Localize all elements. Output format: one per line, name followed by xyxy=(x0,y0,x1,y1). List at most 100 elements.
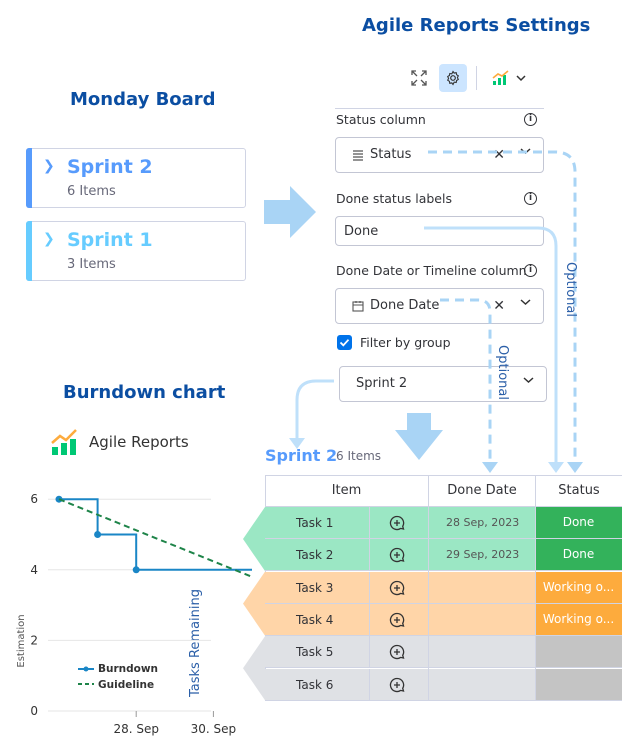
fullscreen-icon[interactable] xyxy=(405,64,433,92)
chevron-down-icon[interactable] xyxy=(520,298,531,306)
status-cell[interactable]: Done xyxy=(535,539,622,571)
legend-guideline: Guideline xyxy=(98,679,155,691)
add-update-icon[interactable] xyxy=(389,580,405,596)
row-divider xyxy=(265,634,622,636)
check-icon xyxy=(339,339,350,347)
status-cell[interactable] xyxy=(535,636,622,668)
status-cell[interactable] xyxy=(535,668,622,700)
group-color-bar xyxy=(26,148,32,208)
chart-type-dropdown[interactable] xyxy=(487,64,531,92)
group-count: 3 Items xyxy=(67,257,116,272)
clear-icon[interactable]: ✕ xyxy=(493,146,505,162)
arrow-right-icon xyxy=(264,186,316,238)
group-name: Sprint 2 xyxy=(67,156,153,178)
column-header-item[interactable]: Item xyxy=(265,475,428,507)
add-update-icon[interactable] xyxy=(389,515,405,531)
calendar-icon xyxy=(352,301,364,312)
status-cell[interactable]: Working o... xyxy=(535,571,622,603)
done-date-dropdown[interactable]: Done Date ✕ xyxy=(335,288,544,324)
info-icon[interactable]: i xyxy=(524,264,537,277)
add-update-icon[interactable] xyxy=(389,677,405,693)
chevron-down-icon[interactable] xyxy=(523,376,534,384)
table-row[interactable]: Task 3 Working o... xyxy=(265,571,622,604)
board-group-sprint-1[interactable]: ❯ Sprint 1 3 Items xyxy=(26,221,246,281)
task-name[interactable]: Task 4 xyxy=(296,612,334,627)
task-name[interactable]: Task 5 xyxy=(296,645,334,660)
list-icon xyxy=(353,150,363,161)
group-value: Sprint 2 xyxy=(356,376,408,391)
y-axis-label: Estimation xyxy=(16,614,27,667)
cell-divider xyxy=(369,539,370,572)
cell-divider xyxy=(369,507,370,539)
done-date-value: Done Date xyxy=(370,298,440,313)
task-name[interactable]: Task 2 xyxy=(296,548,334,563)
info-icon[interactable]: i xyxy=(524,113,537,126)
y-tick-label: 4 xyxy=(30,563,38,577)
gear-icon[interactable] xyxy=(439,64,467,92)
burndown-series-line xyxy=(59,498,252,571)
done-date-label: Done Date or Timeline column xyxy=(336,263,527,278)
done-date-cell[interactable]: 28 Sep, 2023 xyxy=(446,516,520,529)
task-name[interactable]: Task 1 xyxy=(296,516,334,530)
y-tick-label: 0 xyxy=(30,704,38,718)
toolbar-divider xyxy=(476,66,477,90)
chevron-right-icon[interactable]: ❯ xyxy=(43,231,55,247)
x-tick-label: 30. Sep xyxy=(191,722,237,736)
group-color-bar xyxy=(26,221,32,281)
row-divider xyxy=(265,570,622,572)
y-tick-label: 6 xyxy=(30,492,38,506)
filter-by-group-label: Filter by group xyxy=(360,335,451,350)
optional-label-date: Optional xyxy=(495,345,510,400)
status-column-dropdown[interactable]: Status ✕ xyxy=(335,137,544,173)
legend-burndown: Burndown xyxy=(98,663,159,675)
legend-swatches xyxy=(78,666,94,685)
widget-title: Agile Reports xyxy=(89,433,189,451)
optional-label-status: Optional xyxy=(563,262,578,317)
table-row[interactable]: Task 4 Working o... xyxy=(265,603,622,636)
add-update-icon[interactable] xyxy=(389,612,405,628)
burndown-point xyxy=(132,566,140,574)
column-header-status[interactable]: Status xyxy=(535,475,622,507)
done-date-cell[interactable]: 29 Sep, 2023 xyxy=(446,548,520,562)
burndown-chart: 0 2 4 6 28. Sep 30. Sep Estimation xyxy=(16,492,253,736)
cell-divider xyxy=(369,668,370,701)
column-divider xyxy=(535,507,536,701)
burndown-heading: Burndown chart xyxy=(63,382,226,403)
status-cell[interactable]: Done xyxy=(535,507,622,538)
filter-by-group-checkbox[interactable] xyxy=(337,335,352,350)
agile-reports-logo-icon xyxy=(51,429,77,455)
y-tick-label: 2 xyxy=(30,633,38,647)
row-divider xyxy=(265,538,622,539)
cell-divider xyxy=(369,603,370,636)
table-row[interactable]: Task 1 28 Sep, 2023 Done xyxy=(265,507,622,539)
chart-icon xyxy=(492,70,509,85)
group-dropdown[interactable]: Sprint 2 xyxy=(339,366,547,402)
table-group-count: 6 Items xyxy=(336,449,382,463)
done-labels-label: Done status labels xyxy=(336,191,452,206)
task-name[interactable]: Task 6 xyxy=(296,677,334,692)
cell-divider xyxy=(369,571,370,604)
table-group-name[interactable]: Sprint 2 xyxy=(265,446,338,465)
status-column-label: Status column xyxy=(336,112,426,127)
column-header-done-date[interactable]: Done Date xyxy=(428,475,535,507)
x-tick-label: 28. Sep xyxy=(113,722,159,736)
done-labels-input[interactable]: Done xyxy=(335,216,544,246)
task-name[interactable]: Task 3 xyxy=(296,580,334,595)
clear-icon[interactable]: ✕ xyxy=(493,297,505,313)
add-update-icon[interactable] xyxy=(389,644,405,660)
settings-heading: Agile Reports Settings xyxy=(362,15,591,36)
board-heading: Monday Board xyxy=(70,89,216,110)
group-count: 6 Items xyxy=(67,184,116,199)
board-group-sprint-2[interactable]: ❯ Sprint 2 6 Items xyxy=(26,148,246,208)
info-icon[interactable]: i xyxy=(524,192,537,205)
chevron-right-icon[interactable]: ❯ xyxy=(43,158,55,174)
add-update-icon[interactable] xyxy=(389,547,405,563)
guideline-series-line xyxy=(58,498,253,578)
status-cell[interactable]: Working o... xyxy=(535,603,622,635)
cell-divider xyxy=(369,636,370,669)
status-column-value: Status xyxy=(370,147,412,162)
table-row[interactable]: Task 5 xyxy=(265,636,622,669)
table-row[interactable]: Task 6 xyxy=(265,668,622,701)
table-row[interactable]: Task 2 29 Sep, 2023 Done xyxy=(265,539,622,572)
